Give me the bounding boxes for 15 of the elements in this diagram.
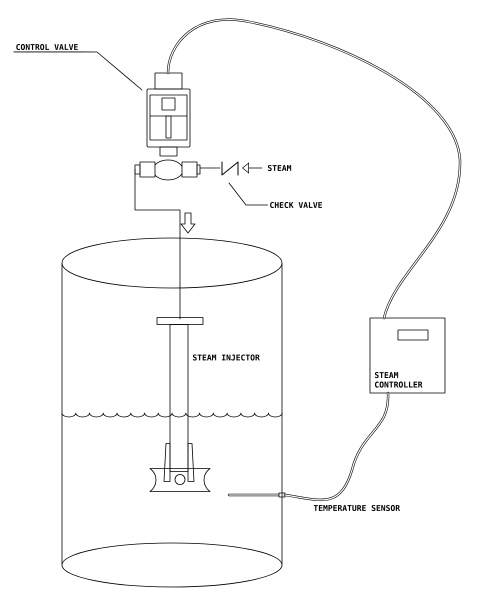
control-valve-drawing bbox=[134, 72, 200, 180]
cable bbox=[166, 18, 462, 320]
controller-box: STEAM CONTROLLER bbox=[370, 318, 446, 394]
pipe bbox=[134, 168, 180, 320]
part-label: CHECK VALVE bbox=[270, 202, 322, 208]
edge-label: STEAM bbox=[266, 164, 292, 172]
cable bbox=[284, 392, 390, 502]
part-label: STEAM INJECTOR bbox=[192, 354, 260, 361]
check-valve-symbol bbox=[222, 162, 238, 176]
temperature-probe bbox=[228, 492, 286, 498]
leader-line bbox=[13, 52, 142, 90]
part-label: TEMPERATURE SENSOR bbox=[314, 504, 400, 512]
leader-line bbox=[228, 182, 268, 206]
tank-drawing bbox=[62, 238, 283, 588]
part-label: CONTROL VALVE bbox=[16, 44, 78, 50]
